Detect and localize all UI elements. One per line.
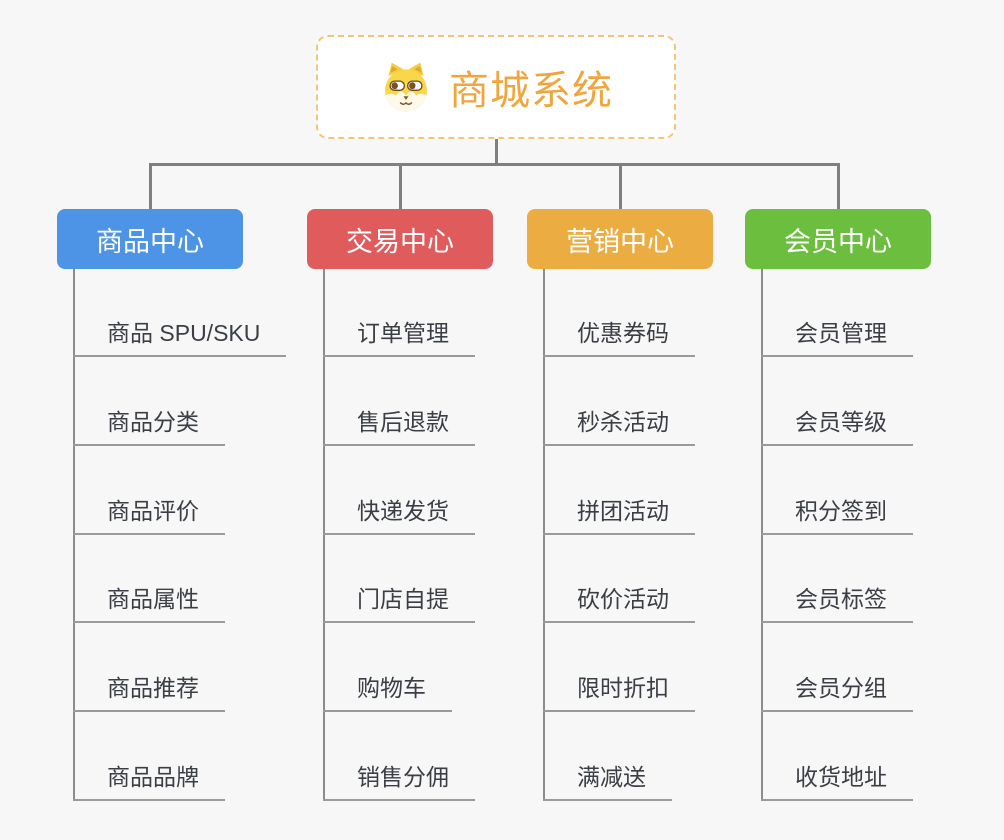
root-title: 商城系统 <box>449 69 613 113</box>
drop-line-3 <box>836 163 840 209</box>
leaf-node[interactable]: 秒杀活动 <box>543 404 695 446</box>
leaf-node[interactable]: 售后退款 <box>323 404 475 446</box>
drop-line-0 <box>148 163 152 209</box>
leaf-node[interactable]: 会员管理 <box>761 315 913 357</box>
leaf-node[interactable]: 商品 SPU/SKU <box>73 315 287 357</box>
leaf-node[interactable]: 满减送 <box>543 759 672 801</box>
branch-header-3[interactable]: 会员中心 <box>745 209 931 269</box>
leaf-node[interactable]: 会员标签 <box>761 581 913 624</box>
leaf-node[interactable]: 订单管理 <box>323 315 475 357</box>
leaf-node[interactable]: 门店自提 <box>323 581 475 624</box>
leaf-node[interactable]: 商品评价 <box>73 493 225 535</box>
branch-trunk-line <box>323 269 325 801</box>
root-node[interactable]: 商城系统 <box>316 35 676 139</box>
leaf-node[interactable]: 商品属性 <box>73 581 225 624</box>
leaf-node[interactable]: 商品品牌 <box>73 759 225 801</box>
leaf-node[interactable]: 会员分组 <box>761 670 913 713</box>
branch-trunk-line <box>543 269 545 801</box>
branch-header-1[interactable]: 交易中心 <box>307 209 493 269</box>
root-stub-line <box>494 139 498 166</box>
leaf-node[interactable]: 销售分佣 <box>323 759 475 801</box>
leaf-node[interactable]: 砍价活动 <box>543 581 695 624</box>
leaf-node[interactable]: 商品分类 <box>73 404 225 446</box>
leaf-node[interactable]: 优惠券码 <box>543 315 695 357</box>
leaf-node[interactable]: 拼团活动 <box>543 493 695 535</box>
drop-line-1 <box>398 163 402 209</box>
drop-line-2 <box>618 163 622 209</box>
branch-header-0[interactable]: 商品中心 <box>57 209 243 269</box>
leaf-node[interactable]: 快递发货 <box>323 493 475 535</box>
branch-trunk-line <box>761 269 763 801</box>
leaf-node[interactable]: 收货地址 <box>761 759 913 801</box>
leaf-node[interactable]: 购物车 <box>323 670 452 713</box>
bus-line <box>148 163 840 166</box>
leaf-node[interactable]: 限时折扣 <box>543 670 695 713</box>
branch-header-2[interactable]: 营销中心 <box>527 209 713 269</box>
leaf-node[interactable]: 积分签到 <box>761 493 913 535</box>
leaf-node[interactable]: 会员等级 <box>761 404 913 446</box>
branch-trunk-line <box>73 269 75 801</box>
leaf-node[interactable]: 商品推荐 <box>73 670 225 713</box>
dog-icon <box>379 61 433 113</box>
